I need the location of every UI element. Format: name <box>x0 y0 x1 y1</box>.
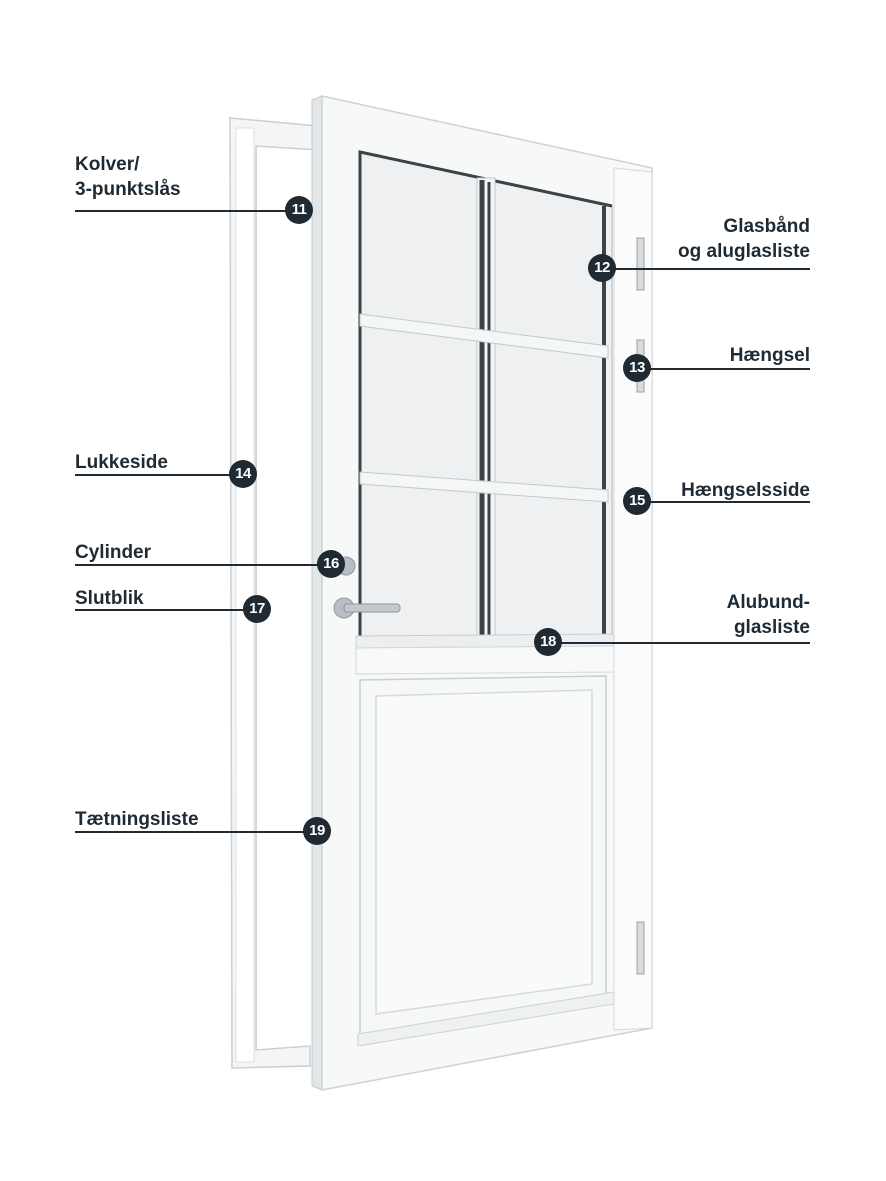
door-edge <box>311 95 323 1091</box>
label-alubund: Alubund- glasliste <box>727 590 810 640</box>
label-line: Hængselsside <box>681 480 810 501</box>
callout-badge-17: 17 <box>243 595 271 623</box>
leader-line <box>75 564 331 566</box>
hinge-jamb <box>613 167 653 1031</box>
leader-line <box>75 609 257 611</box>
leader-line <box>75 831 317 833</box>
callout-badge-12: 12 <box>588 254 616 282</box>
door-frame <box>229 117 319 1069</box>
leader-line <box>602 268 810 270</box>
label-line: Glasbånd <box>723 216 810 237</box>
label-line: glasliste <box>733 617 810 638</box>
label-lukkeside: Lukkeside <box>75 450 168 475</box>
glass-panel <box>358 150 613 641</box>
leader-line <box>75 474 243 476</box>
leader-line <box>75 210 297 212</box>
label-cylinder: Cylinder <box>75 540 151 565</box>
label-kolver: Kolver/ 3-punktslås <box>75 152 181 202</box>
label-taetningsliste: Tætningsliste <box>75 807 199 832</box>
label-line: Tætningsliste <box>75 809 199 830</box>
callout-badge-13: 13 <box>623 354 651 382</box>
label-line: Slutblik <box>75 588 144 609</box>
label-line: Alubund- <box>726 592 810 613</box>
callout-badge-14: 14 <box>229 460 257 488</box>
label-line: Lukkeside <box>75 452 168 473</box>
callout-badge-15: 15 <box>623 487 651 515</box>
lower-panel <box>357 675 615 1047</box>
leader-line <box>548 642 810 644</box>
label-glasbaand: Glasbånd og aluglasliste <box>678 214 810 264</box>
label-haengselsside: Hængselsside <box>681 478 810 503</box>
label-line: 3-punktslås <box>75 179 181 200</box>
label-line: Hængsel <box>729 345 810 366</box>
callout-badge-16: 16 <box>317 550 345 578</box>
callout-badge-11: 11 <box>285 196 313 224</box>
label-line: og aluglasliste <box>678 241 810 262</box>
mid-rail <box>355 645 615 675</box>
label-haengsel: Hængsel <box>730 343 810 368</box>
callout-badge-19: 19 <box>303 817 331 845</box>
label-line: Cylinder <box>75 542 152 563</box>
leader-line <box>637 368 810 370</box>
label-slutblik: Slutblik <box>75 586 144 611</box>
callout-badge-18: 18 <box>534 628 562 656</box>
label-line: Kolver/ <box>75 154 140 175</box>
leader-line <box>637 501 810 503</box>
